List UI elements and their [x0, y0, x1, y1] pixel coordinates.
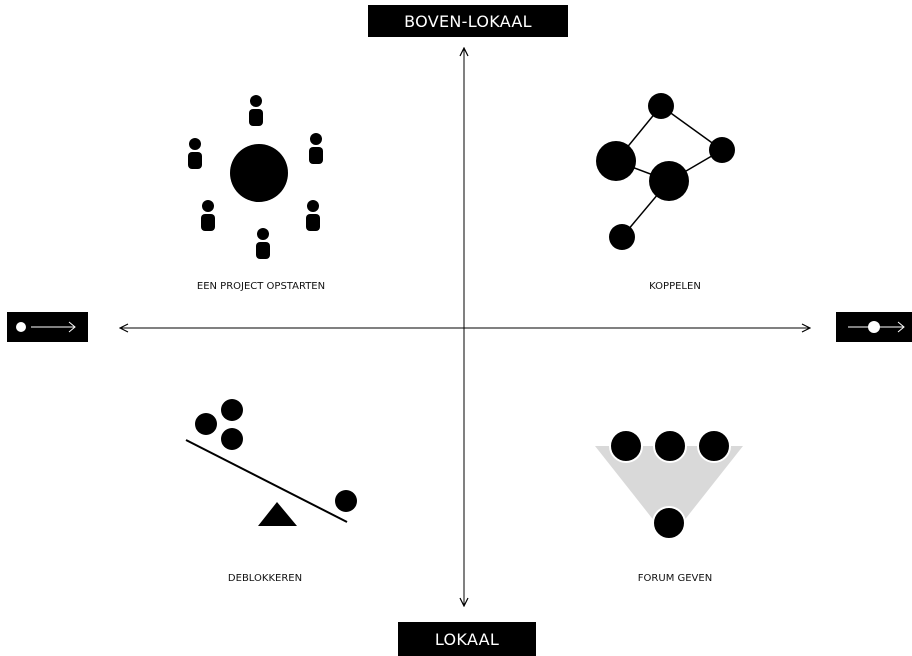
member-circle: [697, 429, 731, 463]
top-axis-label: BOVEN-LOKAAL: [368, 5, 568, 37]
seesaw-balance-icon: [185, 399, 357, 526]
node: [596, 141, 636, 181]
left-side-badge: [7, 312, 88, 342]
member-circle: [653, 429, 687, 463]
quadrant-label-top-left: EEN PROJECT OPSTARTEN: [196, 281, 326, 292]
round-table-people-icon: [188, 95, 323, 259]
node: [649, 161, 689, 201]
person-icon: [306, 200, 320, 231]
weight-ball: [335, 490, 357, 512]
funnel-forum-icon: [595, 429, 743, 540]
weight-ball: [221, 428, 243, 450]
node: [609, 224, 635, 250]
weight-ball: [195, 413, 217, 435]
seesaw-fulcrum: [258, 502, 297, 526]
network-nodes-icon: [596, 93, 735, 250]
person-icon: [256, 228, 270, 259]
quadrant-label-bottom-left: DEBLOKKEREN: [227, 573, 303, 584]
table-circle: [230, 144, 288, 202]
quadrant-label-top-right: KOPPELEN: [649, 281, 701, 292]
person-icon: [188, 138, 202, 169]
quadrant-label-bottom-right: FORUM GEVEN: [637, 573, 713, 584]
node: [648, 93, 674, 119]
funnel-shape: [595, 446, 743, 522]
arrow-through-dot-icon: [848, 321, 905, 333]
member-circle: [609, 429, 643, 463]
person-icon: [201, 200, 215, 231]
seesaw-plank: [185, 439, 348, 523]
person-icon: [249, 95, 263, 126]
member-circle: [652, 506, 686, 540]
dot-arrow-right-icon: [16, 321, 76, 333]
node: [709, 137, 735, 163]
bottom-axis-label: LOKAAL: [398, 622, 536, 656]
right-side-badge: [836, 312, 912, 342]
person-icon: [309, 133, 323, 164]
weight-ball: [221, 399, 243, 421]
